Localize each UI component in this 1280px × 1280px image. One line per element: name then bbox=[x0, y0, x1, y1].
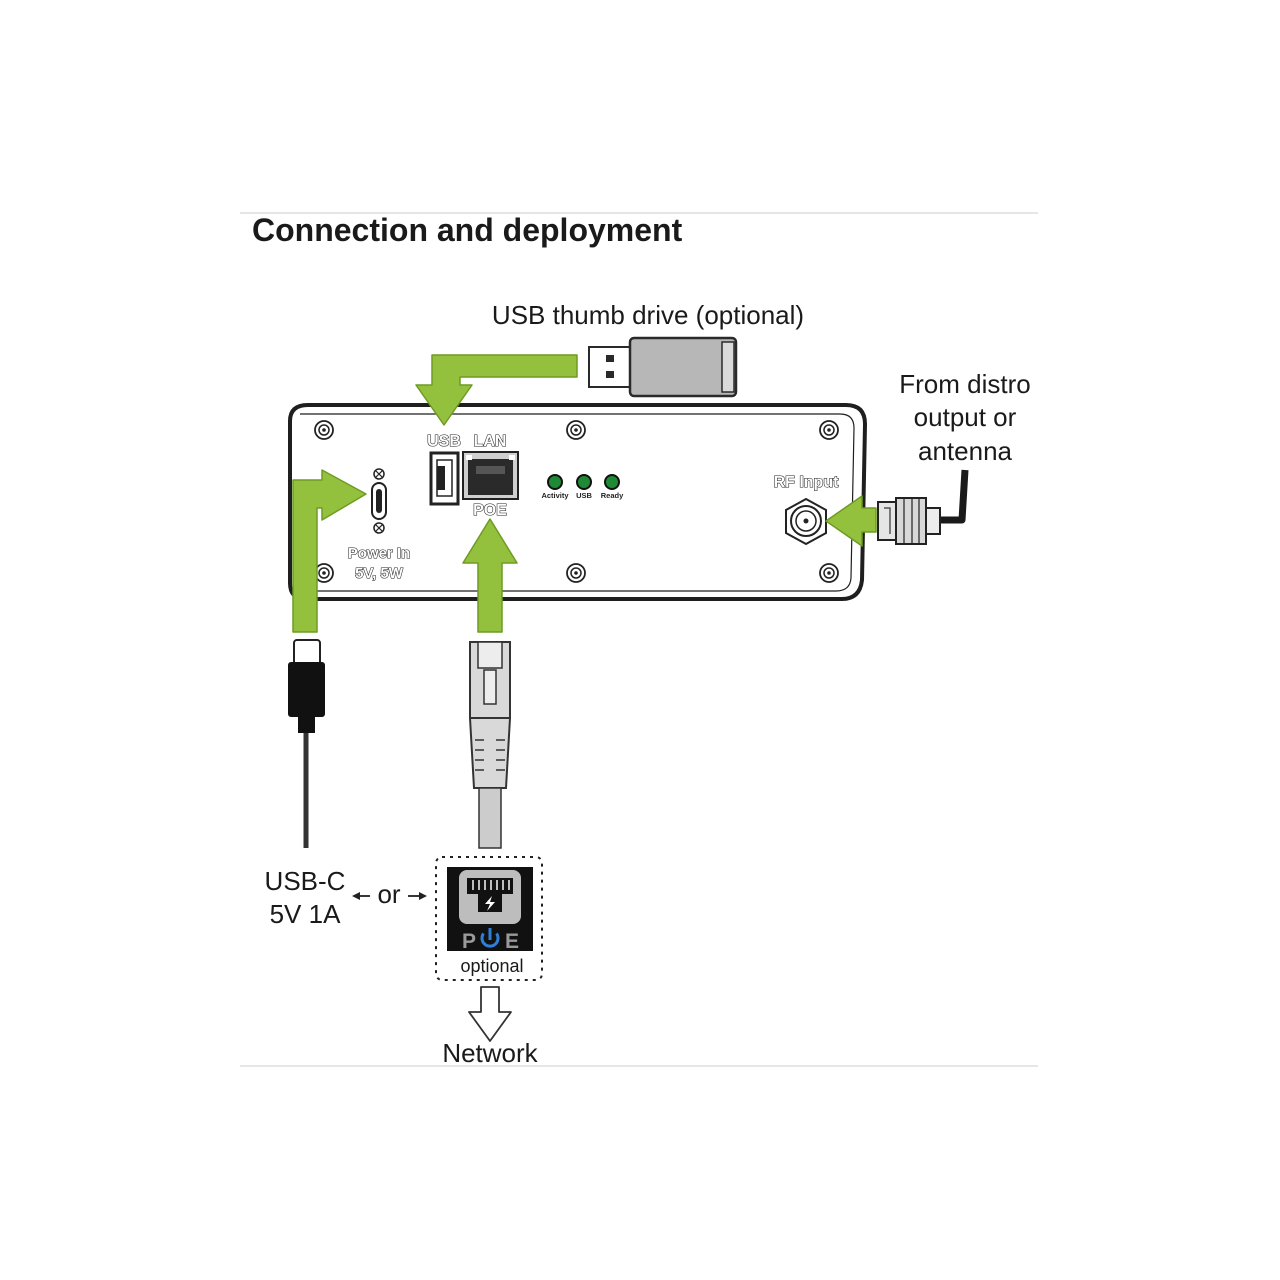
usb-c-port-icon bbox=[371, 468, 387, 534]
network-label: Network bbox=[442, 1038, 538, 1068]
arrow-usb-drive-to-port bbox=[415, 354, 578, 426]
bnc-cable-icon bbox=[877, 469, 969, 545]
led-indicator bbox=[576, 474, 592, 490]
usb-c-cable-icon bbox=[288, 639, 325, 848]
rf-input-connector-icon bbox=[785, 497, 827, 546]
usb-c-label-line2: 5V 1A bbox=[270, 899, 341, 929]
screw-icon bbox=[819, 420, 839, 440]
from-distro-label-line2: output or bbox=[914, 402, 1017, 432]
poe-badge-icon: P E bbox=[447, 867, 533, 953]
or-label: or bbox=[377, 879, 400, 909]
or-arrows bbox=[352, 892, 427, 900]
arrow-ethernet-poe bbox=[462, 518, 518, 633]
screw-icon bbox=[819, 563, 839, 583]
screw-icon bbox=[566, 420, 586, 440]
screw-icon bbox=[566, 563, 586, 583]
usb-thumb-drive-label: USB thumb drive (optional) bbox=[492, 300, 804, 330]
from-distro-label-line3: antenna bbox=[918, 436, 1013, 466]
usb-a-port-icon bbox=[429, 451, 460, 506]
power-icon bbox=[480, 928, 500, 948]
usb-port-label: USB bbox=[427, 433, 461, 450]
optional-label: optional bbox=[460, 956, 523, 976]
screw-icon bbox=[314, 563, 334, 583]
network-arrow-icon bbox=[468, 986, 512, 1042]
led-indicator bbox=[604, 474, 620, 490]
led-label-usb: USB bbox=[576, 491, 592, 500]
ethernet-port-icon bbox=[462, 451, 519, 500]
poe-badge-letter-e: E bbox=[505, 930, 519, 953]
rf-input-label: RF Input bbox=[774, 474, 840, 491]
ethernet-cable-icon bbox=[468, 641, 512, 849]
usb-thumb-drive-icon bbox=[588, 336, 738, 398]
usb-c-label-line1: USB-C bbox=[265, 866, 346, 896]
led-label-activity: Activity bbox=[541, 491, 569, 500]
power-in-label: Power In bbox=[348, 545, 411, 562]
led-indicator bbox=[547, 474, 563, 490]
screw-icon bbox=[314, 420, 334, 440]
power-spec-label: 5V, 5W bbox=[355, 565, 404, 582]
poe-badge-letter-p: P bbox=[462, 930, 476, 953]
page-title: Connection and deployment bbox=[252, 212, 683, 248]
arrow-usb-c-power bbox=[292, 469, 367, 633]
lan-port-label: LAN bbox=[474, 433, 507, 450]
from-distro-label-line1: From distro bbox=[899, 369, 1030, 399]
led-label-ready: Ready bbox=[601, 491, 624, 500]
arrow-rf-input bbox=[825, 495, 877, 547]
poe-port-label: POE bbox=[473, 502, 507, 519]
